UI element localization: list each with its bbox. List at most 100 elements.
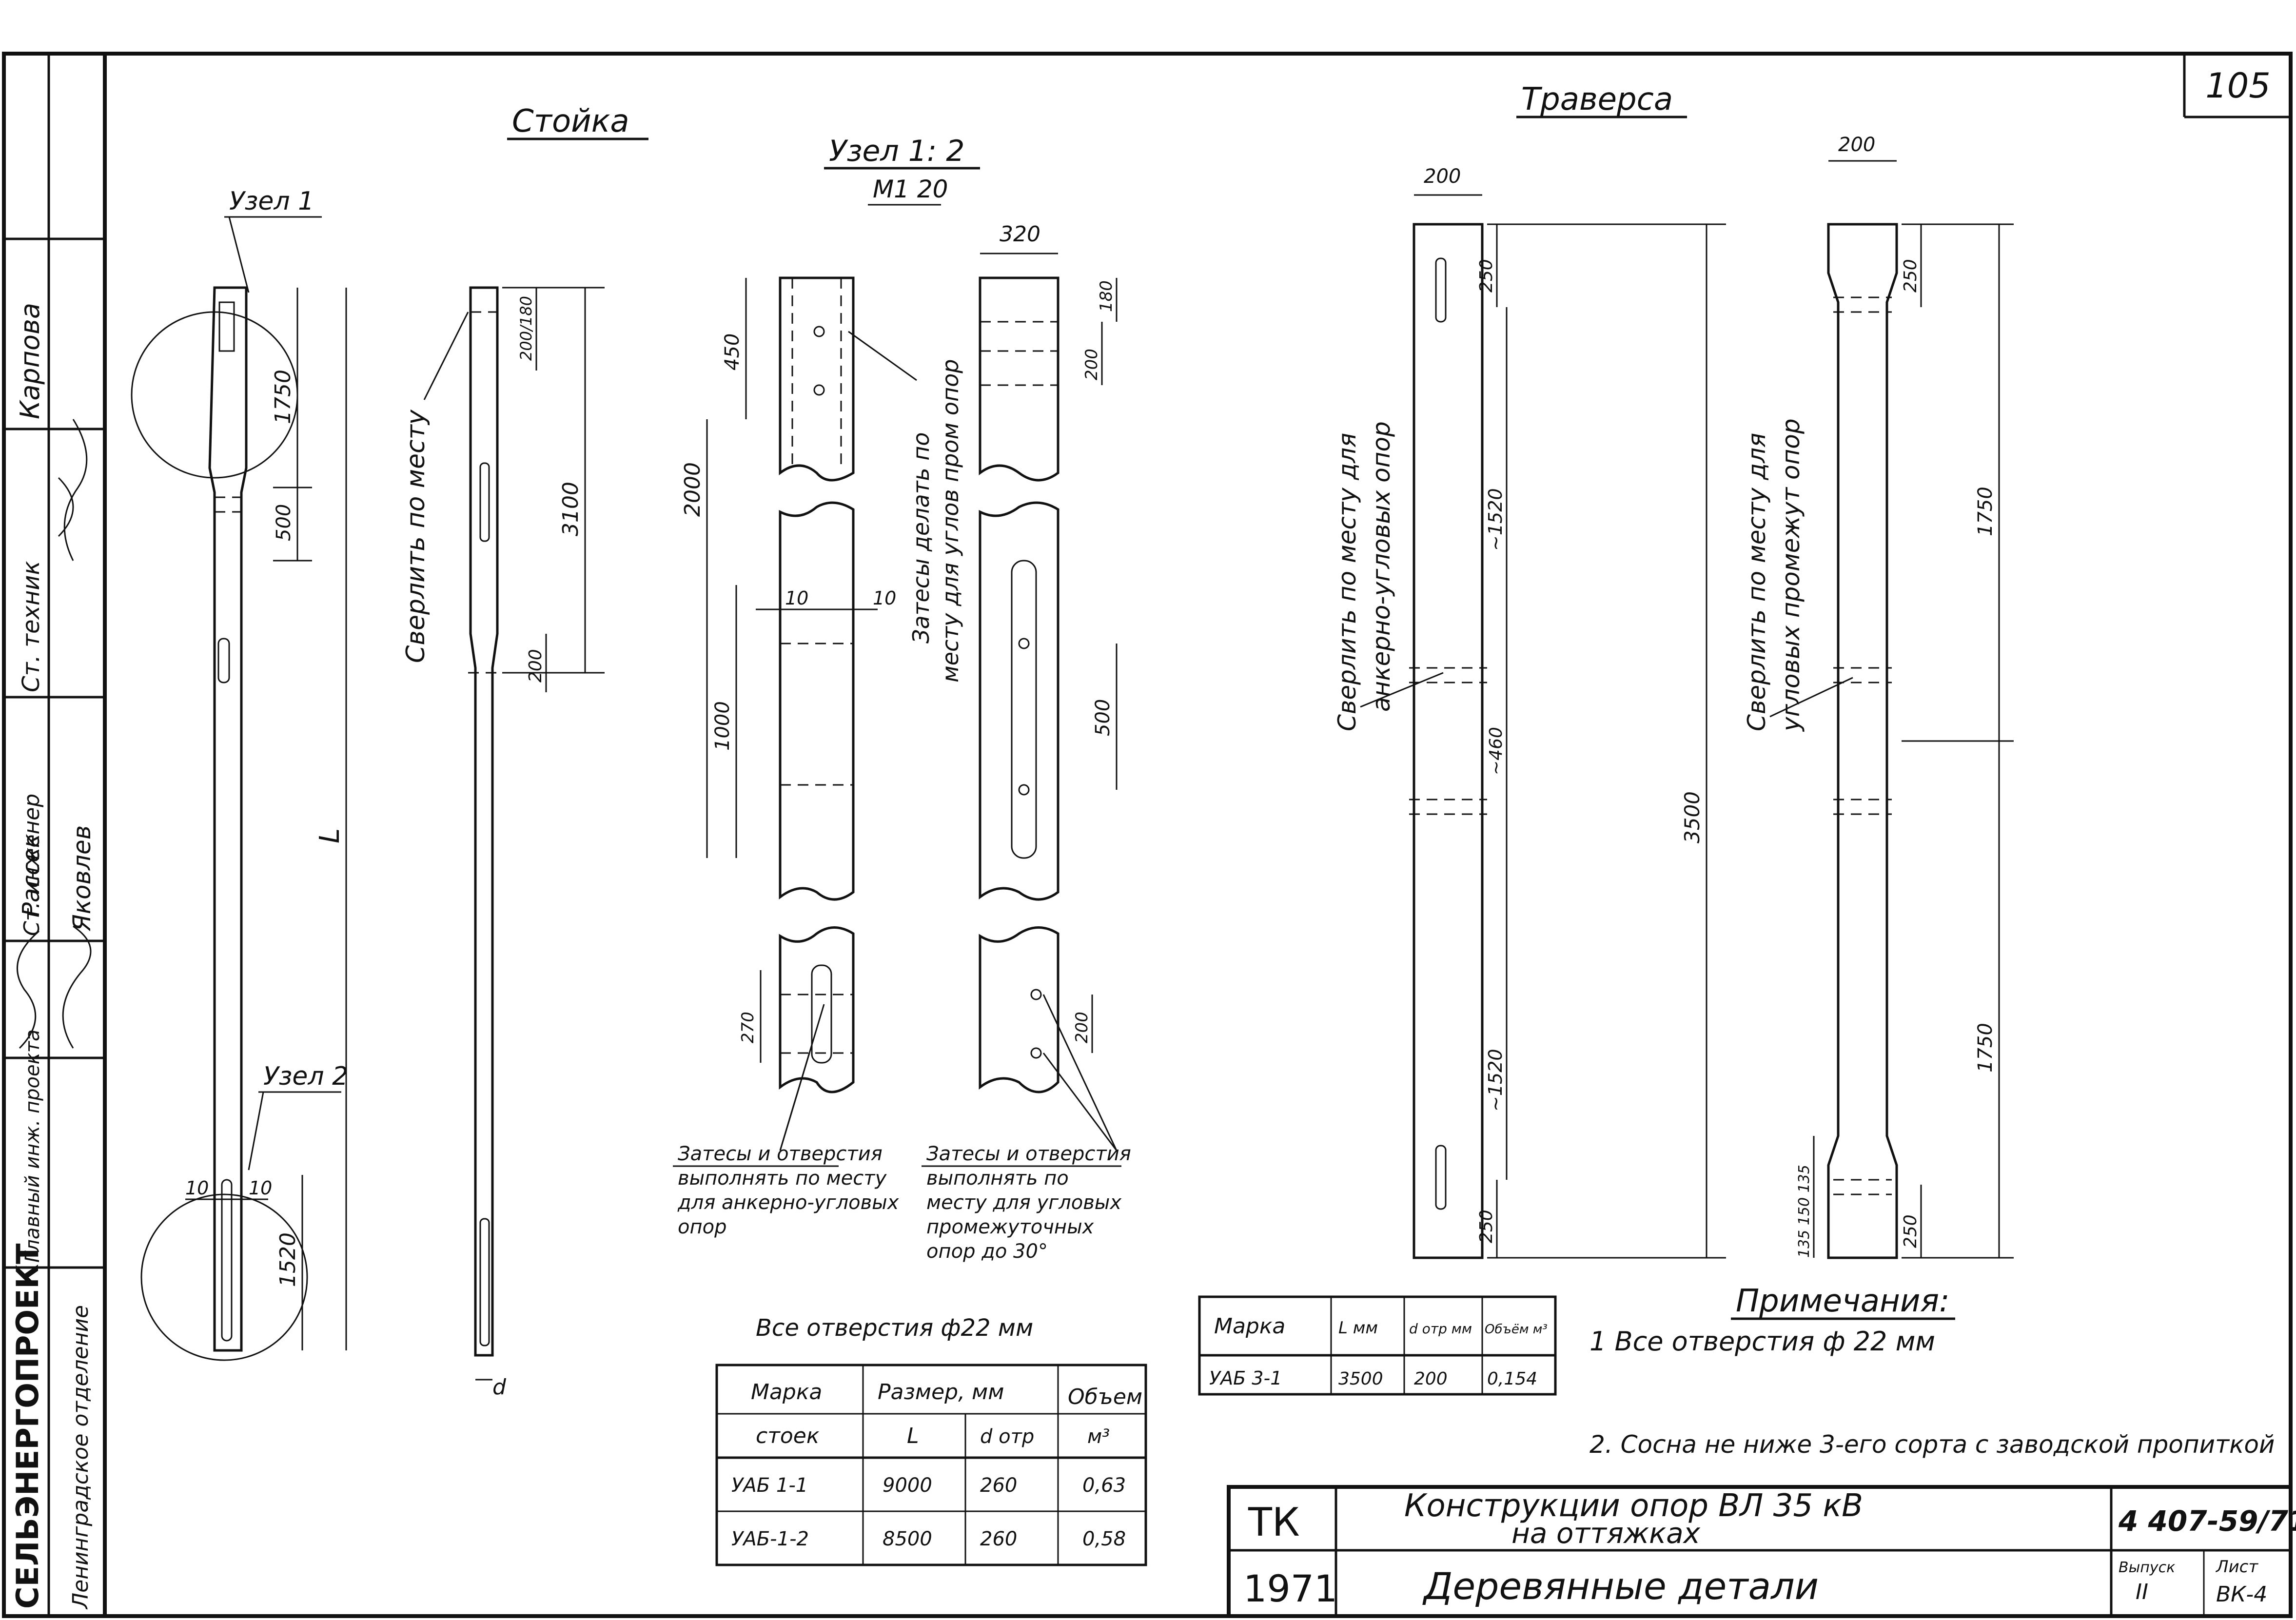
stamp-role-chief: Главный инж. проекта bbox=[21, 1029, 44, 1263]
svg-text:Марка: Марка bbox=[751, 1380, 822, 1405]
svg-text:Размер, мм: Размер, мм bbox=[878, 1380, 1004, 1405]
stoyka-pole-right bbox=[468, 286, 499, 1357]
stamp-org: СЕЛЬЭНЕРГОПРОЕКТ bbox=[10, 1244, 45, 1609]
dim-180: 180 bbox=[1097, 280, 1116, 312]
svg-text:9000: 9000 bbox=[883, 1474, 932, 1497]
uzel2-circle bbox=[140, 1193, 308, 1361]
dim-1520-trav-a: ~1520 bbox=[1485, 488, 1506, 551]
zatesy-note-line2: месту для углов пром опор bbox=[937, 359, 963, 683]
dim-1750: 1750 bbox=[271, 370, 295, 424]
stamp-name-yakovlev: Яковлев bbox=[68, 825, 96, 932]
zatesy-intermediate-callout: Затесы и отверстия выполнять по месту дл… bbox=[922, 1143, 1131, 1263]
tb-vypusk-value: II bbox=[2136, 1580, 2148, 1604]
uzel-title: Узел 1: 2 bbox=[829, 134, 964, 168]
dim-1520-trav-b: ~1520 bbox=[1485, 1049, 1506, 1112]
svg-text:УАБ 3-1: УАБ 3-1 bbox=[1209, 1367, 1282, 1389]
stamp-role-technician: Ст. техник bbox=[18, 561, 45, 692]
all-holes-left: Все отверстия ф22 мм bbox=[756, 1314, 1033, 1342]
traversa-table: Марка L мм d отр мм Объём м³ УАБ 3-1 350… bbox=[1198, 1295, 1557, 1396]
dim-1750-trav-a: 1750 bbox=[1974, 487, 1997, 536]
dim-3100: 3100 bbox=[558, 482, 583, 536]
svg-text:УАБ-1-2: УАБ-1-2 bbox=[731, 1528, 809, 1550]
traversa-title: Траверса bbox=[1521, 81, 1673, 117]
tb-subtitle: Деревянные детали bbox=[1422, 1564, 1819, 1608]
sverlit-inter-bottom: угловых промежут опор bbox=[1777, 418, 1805, 732]
svg-text:3500: 3500 bbox=[1338, 1369, 1383, 1389]
svg-text:0,58: 0,58 bbox=[1082, 1528, 1126, 1550]
sheet-number: 105 bbox=[2205, 66, 2271, 106]
left-stamp: СЕЛЬЭНЕРГОПРОЕКТ Ленинградское отделение… bbox=[4, 54, 105, 1616]
stamp-dept: Ленинградское отделение bbox=[68, 1305, 93, 1610]
svg-text:выполнять по месту: выполнять по месту bbox=[678, 1167, 887, 1190]
notes: Примечания: 1 Все отверстия ф 22 мм 2. С… bbox=[1590, 1283, 2275, 1459]
svg-text:м³: м³ bbox=[1087, 1425, 1110, 1448]
notes-title: Примечания: bbox=[1736, 1283, 1950, 1319]
dim-d: d bbox=[492, 1375, 507, 1400]
dim-200-uzel-bottom: 200 bbox=[1072, 1012, 1092, 1043]
dim-200-trav-right: 200 bbox=[1838, 134, 1875, 156]
svg-text:Объем: Объем bbox=[1068, 1385, 1142, 1409]
dim-10b: 10 bbox=[249, 1177, 272, 1199]
tb-year: 1971 bbox=[1243, 1567, 1337, 1610]
sverlit-anchor-bottom: анкерно-угловых опор bbox=[1367, 421, 1395, 712]
uzel-section: Узел 1: 2 М1 20 320 450 bbox=[673, 134, 1131, 1342]
dim-500-uzel: 500 bbox=[1092, 699, 1114, 736]
svg-text:260: 260 bbox=[980, 1528, 1017, 1550]
svg-text:стоек: стоек bbox=[756, 1424, 820, 1448]
dim-200-180: 200/180 bbox=[517, 296, 535, 361]
svg-text:Затесы и отверстия: Затесы и отверстия bbox=[926, 1143, 1131, 1165]
dim-10-uzel-b: 10 bbox=[873, 587, 896, 609]
dim-500: 500 bbox=[273, 504, 295, 541]
stamp-role-engineer: Ст. инженер bbox=[20, 794, 44, 936]
dim-3500: 3500 bbox=[1680, 791, 1704, 843]
signature-2 bbox=[17, 925, 92, 1049]
svg-text:d отр мм: d отр мм bbox=[1409, 1321, 1472, 1337]
svg-text:выполнять по: выполнять по bbox=[926, 1167, 1069, 1190]
tb-list-value: ВК-4 bbox=[2216, 1582, 2267, 1607]
sverlit-inter-top: Сверлить по месту для bbox=[1743, 433, 1771, 731]
svg-text:L мм: L мм bbox=[1338, 1318, 1378, 1338]
svg-text:0,63: 0,63 bbox=[1082, 1474, 1126, 1497]
stamp-role-checker: Рассек bbox=[18, 834, 45, 917]
dim-1750-trav-b: 1750 bbox=[1974, 1023, 1997, 1073]
note-2: 2. Сосна не ниже 3-его сорта с заводской… bbox=[1590, 1430, 2275, 1459]
stoyka-section: Стойка Узел 1 Узел 2 1750 500 L 1520 bbox=[131, 103, 648, 1400]
sverlit-label-stoyka: Сверлить по месту bbox=[401, 409, 431, 663]
svg-text:Затесы и отверстия: Затесы и отверстия bbox=[678, 1143, 883, 1165]
dim-250-trav-c: 250 bbox=[1901, 259, 1921, 293]
svg-text:опор до 30°: опор до 30° bbox=[926, 1240, 1048, 1263]
tb-tk: ТК bbox=[1248, 1500, 1300, 1545]
svg-text:8500: 8500 bbox=[883, 1528, 932, 1550]
tb-title-line2: на оттяжках bbox=[1511, 1517, 1701, 1550]
dim-450: 450 bbox=[721, 333, 744, 371]
dim-250-trav-d: 250 bbox=[1901, 1214, 1921, 1248]
svg-text:260: 260 bbox=[980, 1474, 1017, 1497]
stamp-name-karpova: Карпова bbox=[15, 303, 45, 419]
svg-text:месту для угловых: месту для угловых bbox=[926, 1191, 1121, 1214]
svg-text:d отр: d отр bbox=[980, 1425, 1034, 1448]
dim-460: ~460 bbox=[1486, 727, 1506, 775]
stoyka-title: Стойка bbox=[512, 103, 629, 139]
sverlit-anchor-top: Сверлить по месту для bbox=[1333, 433, 1361, 731]
signature-1 bbox=[58, 419, 88, 561]
stoyka-pole-left bbox=[131, 286, 308, 1361]
note-1: 1 Все отверстия ф 22 мм bbox=[1590, 1326, 1935, 1357]
uzel2-label: Узел 2 bbox=[263, 1062, 348, 1091]
dim-10-uzel-a: 10 bbox=[785, 587, 808, 609]
dim-1000: 1000 bbox=[711, 701, 734, 751]
svg-text:опор: опор bbox=[678, 1216, 727, 1238]
dim-135-150-135: 135 150 135 bbox=[1796, 1165, 1813, 1258]
stoyka-table-row-2: УАБ-1-2 8500 260 0,58 bbox=[731, 1528, 1126, 1550]
zatesy-anchor-callout: Затесы и отверстия выполнять по месту дл… bbox=[673, 1143, 899, 1238]
svg-text:УАБ 1-1: УАБ 1-1 bbox=[731, 1474, 808, 1497]
uzel-scale: М1 20 bbox=[873, 175, 948, 203]
tb-doc-number: 4 407-59/71 bbox=[2118, 1504, 2296, 1538]
tb-title-line1: Конструкции опор ВЛ 35 кВ bbox=[1404, 1488, 1863, 1524]
traversa-section: Траверса 200 250 ~1520 ~460 ~1520 250 35… bbox=[1333, 81, 2014, 1259]
svg-text:200: 200 bbox=[1414, 1369, 1448, 1389]
dim-200-trav-left: 200 bbox=[1424, 165, 1461, 188]
dim-250-trav-a: 250 bbox=[1476, 259, 1496, 293]
svg-text:промежуточных: промежуточных bbox=[926, 1216, 1094, 1238]
dim-320: 320 bbox=[1000, 222, 1040, 247]
